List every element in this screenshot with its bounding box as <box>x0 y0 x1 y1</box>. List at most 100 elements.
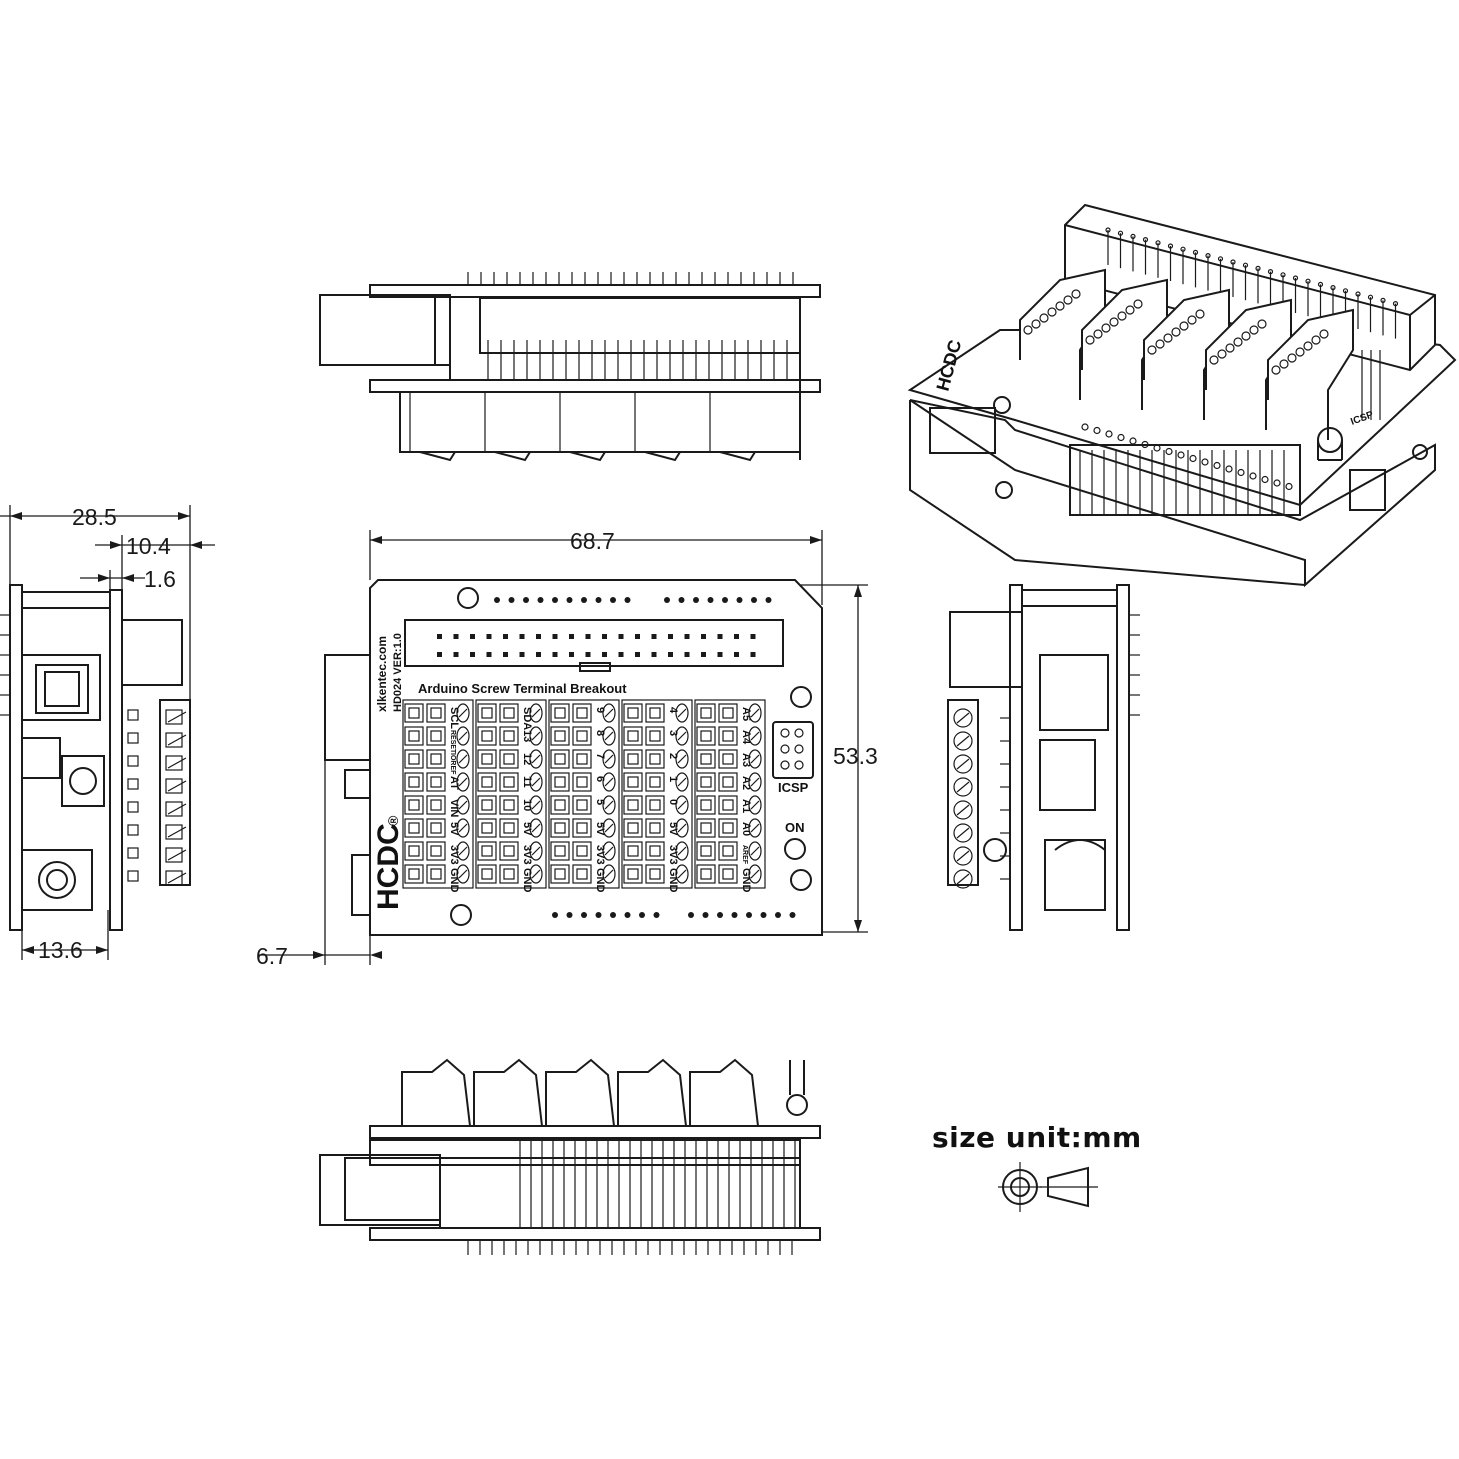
screw-pad-inner <box>408 753 420 765</box>
header-hole <box>1081 423 1089 431</box>
header-hole <box>1273 479 1281 487</box>
screw-pad-inner <box>481 776 493 788</box>
screw-pad-inner <box>554 753 566 765</box>
screw-head <box>456 841 470 861</box>
terminal-column <box>694 699 766 889</box>
header-hole <box>537 597 544 603</box>
pin-tip <box>1330 285 1336 291</box>
terminal-column <box>548 699 620 889</box>
idc-pin <box>701 634 706 639</box>
pin-tip <box>1167 243 1174 249</box>
right-side-view <box>947 584 1140 931</box>
idc-pin <box>635 652 640 657</box>
header-hole <box>639 912 645 918</box>
terminal-label: 8 <box>594 730 606 736</box>
screw-head <box>1217 349 1227 359</box>
screw-pad <box>696 726 716 746</box>
pin-pad <box>127 732 139 744</box>
idc-pin <box>519 634 525 639</box>
pin-tip <box>1292 275 1299 281</box>
screw-head <box>675 772 689 792</box>
screw-head <box>675 864 689 884</box>
screw-pad <box>696 864 716 884</box>
screw-pad <box>477 703 497 723</box>
screw-head <box>748 726 762 746</box>
screw-slot <box>531 777 541 787</box>
header-hole <box>610 597 616 603</box>
terminal-label: 1 <box>667 776 679 782</box>
screw-head <box>1311 335 1321 345</box>
solder-pad <box>426 841 446 861</box>
solder-pad-inner <box>722 753 734 765</box>
registered-mark: ® <box>385 815 401 826</box>
screw-pad <box>550 749 570 769</box>
solder-pad-inner <box>503 753 515 765</box>
terminal-block <box>719 451 756 462</box>
terminal-label: VIN <box>448 799 460 817</box>
projection-symbol <box>998 1162 1098 1212</box>
screw-terminal <box>165 778 183 794</box>
header-hole <box>751 597 757 603</box>
icsp-pin <box>780 744 790 754</box>
solder-pad-inner <box>430 707 442 719</box>
header-hole <box>760 912 767 918</box>
screw-pad-inner <box>700 707 712 719</box>
screw-slot <box>458 708 468 718</box>
screw-slot <box>458 754 468 764</box>
screw-head <box>529 772 543 792</box>
idc-pin <box>717 634 723 639</box>
solder-pad <box>645 703 665 723</box>
screw-slot <box>956 781 970 793</box>
solder-pad <box>499 703 519 723</box>
screw-head <box>456 726 470 746</box>
idc-pin <box>618 634 624 639</box>
screw-slot <box>167 803 187 815</box>
header-hole <box>581 912 587 918</box>
idc-pin <box>552 634 558 639</box>
power-led-label: ON <box>785 820 805 835</box>
screw-pad-inner <box>481 799 493 811</box>
solder-pad <box>645 749 665 769</box>
solder-pad-inner <box>649 753 661 765</box>
terminal-block <box>473 1058 543 1127</box>
screw-slot <box>604 823 614 833</box>
solder-pad <box>426 818 446 838</box>
header-hole <box>494 597 500 603</box>
idc-pin <box>437 652 442 657</box>
screw-slot <box>677 846 687 856</box>
idc-pin <box>668 652 673 657</box>
terminal-label: A2 <box>740 776 752 790</box>
solder-pad <box>645 841 665 861</box>
screw-head <box>1271 365 1281 375</box>
terminal-block <box>419 451 456 462</box>
screw-head <box>675 703 689 723</box>
pin-tip <box>1180 246 1186 252</box>
header-hole <box>1201 458 1209 466</box>
terminal-label: 3V3 <box>448 845 460 865</box>
screw-terminal <box>165 847 183 863</box>
screw-pad-inner <box>408 868 420 880</box>
screw-head <box>675 795 689 815</box>
terminal-block <box>401 1058 471 1127</box>
screw-slot <box>167 757 187 769</box>
screw-pad <box>696 703 716 723</box>
screw-head <box>953 754 973 774</box>
solder-pad <box>499 864 519 884</box>
screw-head <box>675 726 689 746</box>
screw-pad <box>696 795 716 815</box>
screw-slot <box>677 823 687 833</box>
screw-pad <box>404 726 424 746</box>
screw-pad <box>404 818 424 838</box>
screw-pad-inner <box>554 776 566 788</box>
header-hole <box>624 912 631 918</box>
header-hole <box>1165 447 1173 456</box>
screw-terminal <box>165 732 183 748</box>
pin-tip <box>1255 265 1261 271</box>
screw-slot <box>604 800 614 810</box>
dim-jack-height: 13.6 <box>38 937 83 963</box>
solder-pad-inner <box>430 799 442 811</box>
solder-pad-inner <box>430 822 442 834</box>
screw-head <box>1101 323 1111 333</box>
solder-pad <box>645 818 665 838</box>
header-hole <box>717 912 723 918</box>
